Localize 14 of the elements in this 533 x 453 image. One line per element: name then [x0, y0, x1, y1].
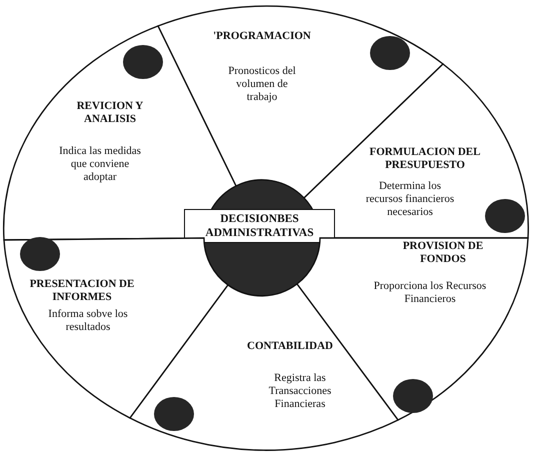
sector-description: Indica las medidas que conviene adoptar: [58, 145, 142, 184]
sector-heading: REVICION Y ANALISIS: [76, 100, 144, 126]
sector-description: Proporciona los Recursos Financieros: [372, 280, 488, 306]
sector-heading: FORMULACION DEL PRESUPUESTO: [368, 146, 482, 172]
hub-label: DECISIONBES ADMINISTRATIVAS: [184, 209, 335, 243]
sector-description: Determina los recursos financieros necesarios: [364, 180, 456, 219]
sector-description: Pronosticos del volumen de trabajo: [227, 65, 297, 104]
sector-description: Registra las Transacciones Financieras: [268, 372, 332, 411]
wheel-sector: [3, 237, 229, 419]
sector-heading: PROVISION DE FONDOS: [402, 240, 484, 266]
sector-heading: CONTABILIDAD: [246, 340, 334, 353]
sector-description: Informa sobve los resultados: [47, 308, 129, 334]
sector-heading: 'PROGRAMACION: [212, 30, 312, 43]
sector-heading: PRESENTACION DE INFORMES: [28, 278, 136, 304]
